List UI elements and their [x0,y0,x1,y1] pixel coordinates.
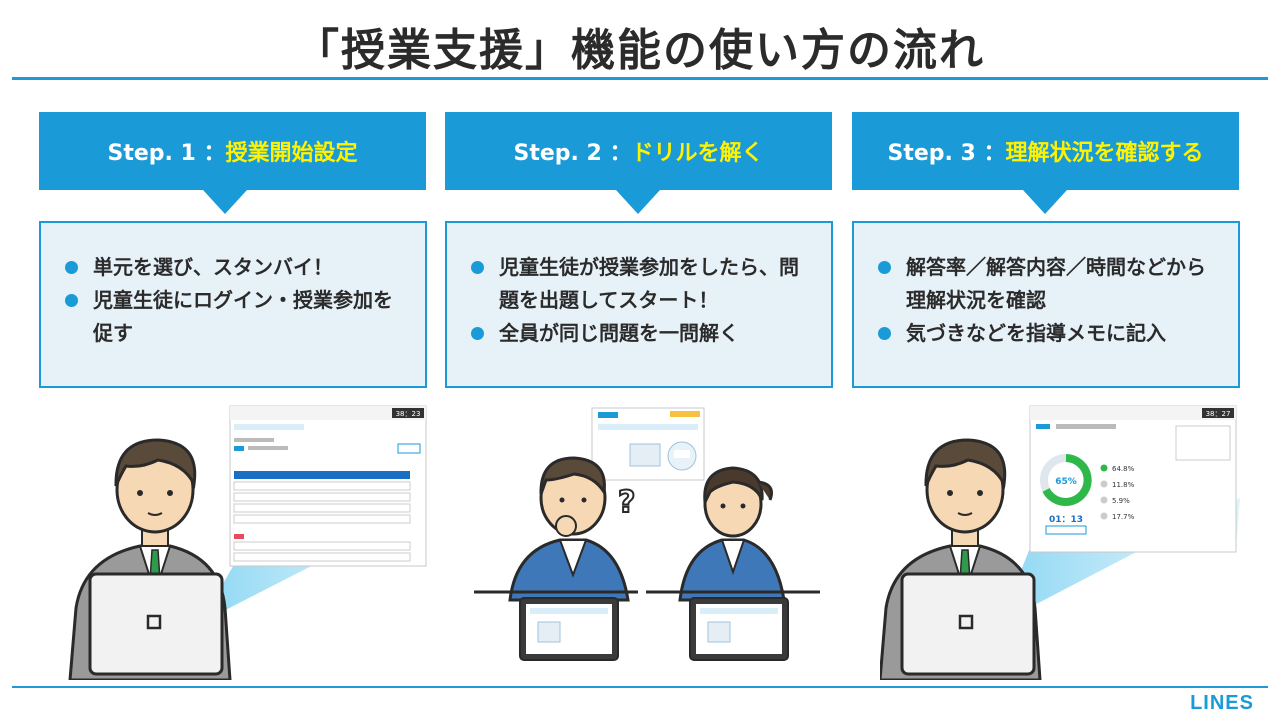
step-2-header: Step. 2 ： ドリルを解く [445,112,832,190]
step-1-highlight: 授業開始設定 [225,141,358,166]
step-1-arrow-icon [203,190,247,214]
step-2-bullet-1: 児童生徒が授業参加をしたら、問題を出題してスタート！ [469,251,815,317]
screen3-percent: 65% [1055,477,1077,487]
step-2-bullet-2: 全員が同じ問題を一問解く [469,317,815,350]
page-title: 「授業支援」機能の使い方の流れ [295,25,985,76]
step-1-box: 単元を選び、スタンバイ！ 児童生徒にログイン・授業参加を促す [39,221,427,388]
step-3-label: Step. 3 ： [887,141,1006,166]
question-mark: ? [618,485,635,520]
title-divider [12,77,1268,80]
lines-logo: LINES [1190,692,1254,714]
step-1-bullet-2: 児童生徒にログイン・授業参加を促す [63,284,409,350]
step-2-highlight: ドリルを解く [631,141,764,166]
step-3-bullet-2: 気づきなどを指導メモに記入 [876,317,1222,350]
screen1-time: 38：23 [396,410,421,418]
step-3-arrow-icon [1023,190,1067,214]
step-1-label: Step. 1 ： [107,141,226,166]
step-3-box: 解答率／解答内容／時間などから理解状況を確認 気づきなどを指導メモに記入 [852,221,1240,388]
screen3-rate-3: 5.9% [1112,497,1130,505]
step-1-bullet-1: 単元を選び、スタンバイ！ [63,251,409,284]
step-2-label: Step. 2 ： [513,141,632,166]
screen3-rate-2: 11.8% [1112,481,1135,489]
step-1-header: Step. 1 ： 授業開始設定 [39,112,426,190]
screen3-rate-1: 64.8% [1112,465,1135,473]
screen3-rate-4: 17.7% [1112,513,1135,521]
screen3-time: 38：27 [1206,410,1231,418]
teacher-results-illustration: 38：27 65% 01：13 64.8% 11.8% 5.9% 17.7% [880,405,1240,680]
step-3-highlight: 理解状況を確認する [1005,141,1204,166]
step-3-header: Step. 3 ： 理解状況を確認する [852,112,1239,190]
footer-divider [12,686,1268,688]
teacher-setup-illustration: 38：23 [68,405,427,680]
students-drill-illustration: ? [474,407,820,661]
step-2-box: 児童生徒が授業参加をしたら、問題を出題してスタート！ 全員が同じ問題を一問解く [445,221,833,388]
step-2-arrow-icon [616,190,660,214]
screen3-timer: 01：13 [1049,515,1083,525]
step-3-bullet-1: 解答率／解答内容／時間などから理解状況を確認 [876,251,1222,317]
